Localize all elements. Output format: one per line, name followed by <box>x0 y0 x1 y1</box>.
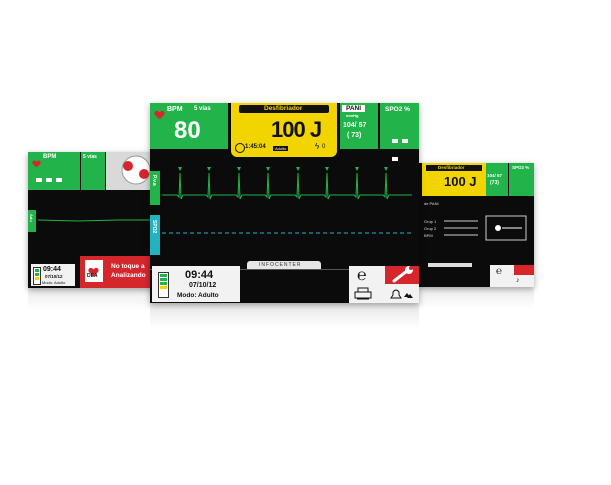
right-pani-panel[interactable]: 104/ 57 (73) <box>486 163 508 196</box>
pani-mean: ( 73) <box>347 132 362 139</box>
right-defib-panel[interactable]: Desfibriador 100 J <box>422 163 486 196</box>
right-settings-panel[interactable]: ℮ ♪ <box>490 265 534 287</box>
alarm-bell-icon[interactable] <box>387 287 415 301</box>
left-alert-line1: No toque a <box>111 263 145 270</box>
left-reflection <box>28 288 150 310</box>
battery-icon <box>33 267 41 285</box>
defib-title: Desfibriador <box>264 105 303 112</box>
infocenter-tab[interactable]: INFOCENTER <box>247 261 321 269</box>
pani-unit: mmHg <box>346 113 359 118</box>
right-e-icon: ℮ <box>496 266 503 277</box>
vias-panel[interactable]: 5 vías <box>190 103 228 115</box>
spo2-label: SPO2 % <box>385 106 410 113</box>
heart-icon <box>33 161 40 167</box>
defib-timer: 1:45:04 <box>245 144 266 150</box>
right-infocenter-tab[interactable] <box>428 263 472 267</box>
pani-panel[interactable]: PANI mmHg 104/ 57 ( 73) <box>340 103 378 149</box>
ecg-lead-tag[interactable]: P.v.a <box>150 171 160 205</box>
right-reflection <box>419 287 534 309</box>
center-reflection <box>150 303 419 329</box>
status-box: 09:44 07/10/12 Modo: Adulto <box>152 266 240 302</box>
left-alert-line2: Analizando <box>111 272 146 279</box>
dea-label: DEA <box>87 273 98 279</box>
pani-value: 104/ 57 <box>343 122 367 129</box>
infocenter-label: INFOCENTER <box>259 262 302 268</box>
spo2-dashes <box>390 130 419 166</box>
right-pani-section: de PANI Grup 1 Grup 2 BPM <box>422 201 534 259</box>
printer-icon[interactable] <box>353 287 373 301</box>
ecg-trace <box>162 167 412 200</box>
right-wrench-button[interactable] <box>514 265 534 275</box>
energy-value: 100 J <box>271 117 322 142</box>
right-energy: 100 J <box>444 174 477 189</box>
bpm-label: BPM <box>167 106 183 113</box>
right-row-3: BPM <box>424 233 433 238</box>
right-monitor-screen: Desfibriador 100 J 104/ 57 (73) SPO2 % d… <box>418 163 534 287</box>
heart-icon <box>155 111 164 119</box>
left-bpm-panel[interactable]: BPM <box>28 152 80 190</box>
dea-badge[interactable]: DEA <box>85 260 103 282</box>
right-spo2-panel[interactable]: SPO2 % <box>509 163 534 196</box>
e-label-icon[interactable]: ℮ <box>357 267 367 284</box>
bpm-value: 80 <box>174 117 201 144</box>
left-time: 09:44 <box>43 266 61 273</box>
center-monitor-screen: BPM 80 5 vías Desfibriador 100 J 1:45:04… <box>150 103 419 303</box>
mode-badge: Adulto <box>273 146 289 151</box>
clock-date: 07/10/12 <box>189 282 217 289</box>
left-monitor-screen: BPM 5 vías Adu 09:44 07/10/12 Modo: Adul… <box>28 152 166 288</box>
right-section-label: de PANI <box>424 201 439 206</box>
ecg-lead-label: P.v.a <box>151 175 157 186</box>
defib-panel[interactable]: Desfibriador 100 J 1:45:04 Adulto ϟ 0 <box>231 103 337 157</box>
clock-time: 09:44 <box>185 269 214 281</box>
sync-count: 0 <box>322 144 326 150</box>
spo2-lead-label: SPO2 <box>151 220 157 234</box>
spo2-panel[interactable]: SPO2 % <box>380 103 419 161</box>
right-pani-mean: (73) <box>490 180 499 186</box>
wrench-icon <box>392 266 413 283</box>
left-mode: Modo: Adulto <box>42 280 66 285</box>
left-lead-tag[interactable]: Adu <box>28 210 36 232</box>
mode-text: Modo: Adulto <box>177 292 219 299</box>
left-status-box: 09:44 07/10/12 Modo: Adulto <box>31 264 75 286</box>
wrench-button[interactable] <box>385 266 419 284</box>
right-pani-value: 104/ 57 <box>487 173 503 178</box>
left-dashes <box>34 169 64 187</box>
left-ecg-trace <box>38 219 166 222</box>
vias-label: 5 vías <box>194 106 211 112</box>
right-bell-icon: ♪ <box>516 277 520 284</box>
left-vias-panel[interactable]: 5 vías <box>81 152 105 190</box>
left-bpm-label: BPM <box>43 154 57 160</box>
right-row-1: Grup 1 <box>424 219 437 224</box>
right-defib-title: Desfibriador <box>438 165 465 170</box>
battery-icon <box>158 272 169 298</box>
settings-panel: ℮ <box>349 266 419 303</box>
sync-icon: ϟ <box>315 142 320 151</box>
right-spo2-label: SPO2 % <box>512 165 530 170</box>
spo2-lead-tag[interactable]: SPO2 <box>150 215 160 255</box>
right-pani-graphic <box>444 215 527 241</box>
spo2-trace <box>162 232 412 234</box>
timer-icon <box>235 143 245 153</box>
left-lead-label: Adu <box>29 214 34 222</box>
bpm-panel[interactable]: BPM 80 <box>150 103 228 149</box>
right-row-2: Grup 2 <box>424 226 437 231</box>
left-date: 07/10/12 <box>45 274 63 279</box>
left-vias-label: 5 vías <box>83 154 97 160</box>
pani-label: PANI <box>342 105 366 112</box>
